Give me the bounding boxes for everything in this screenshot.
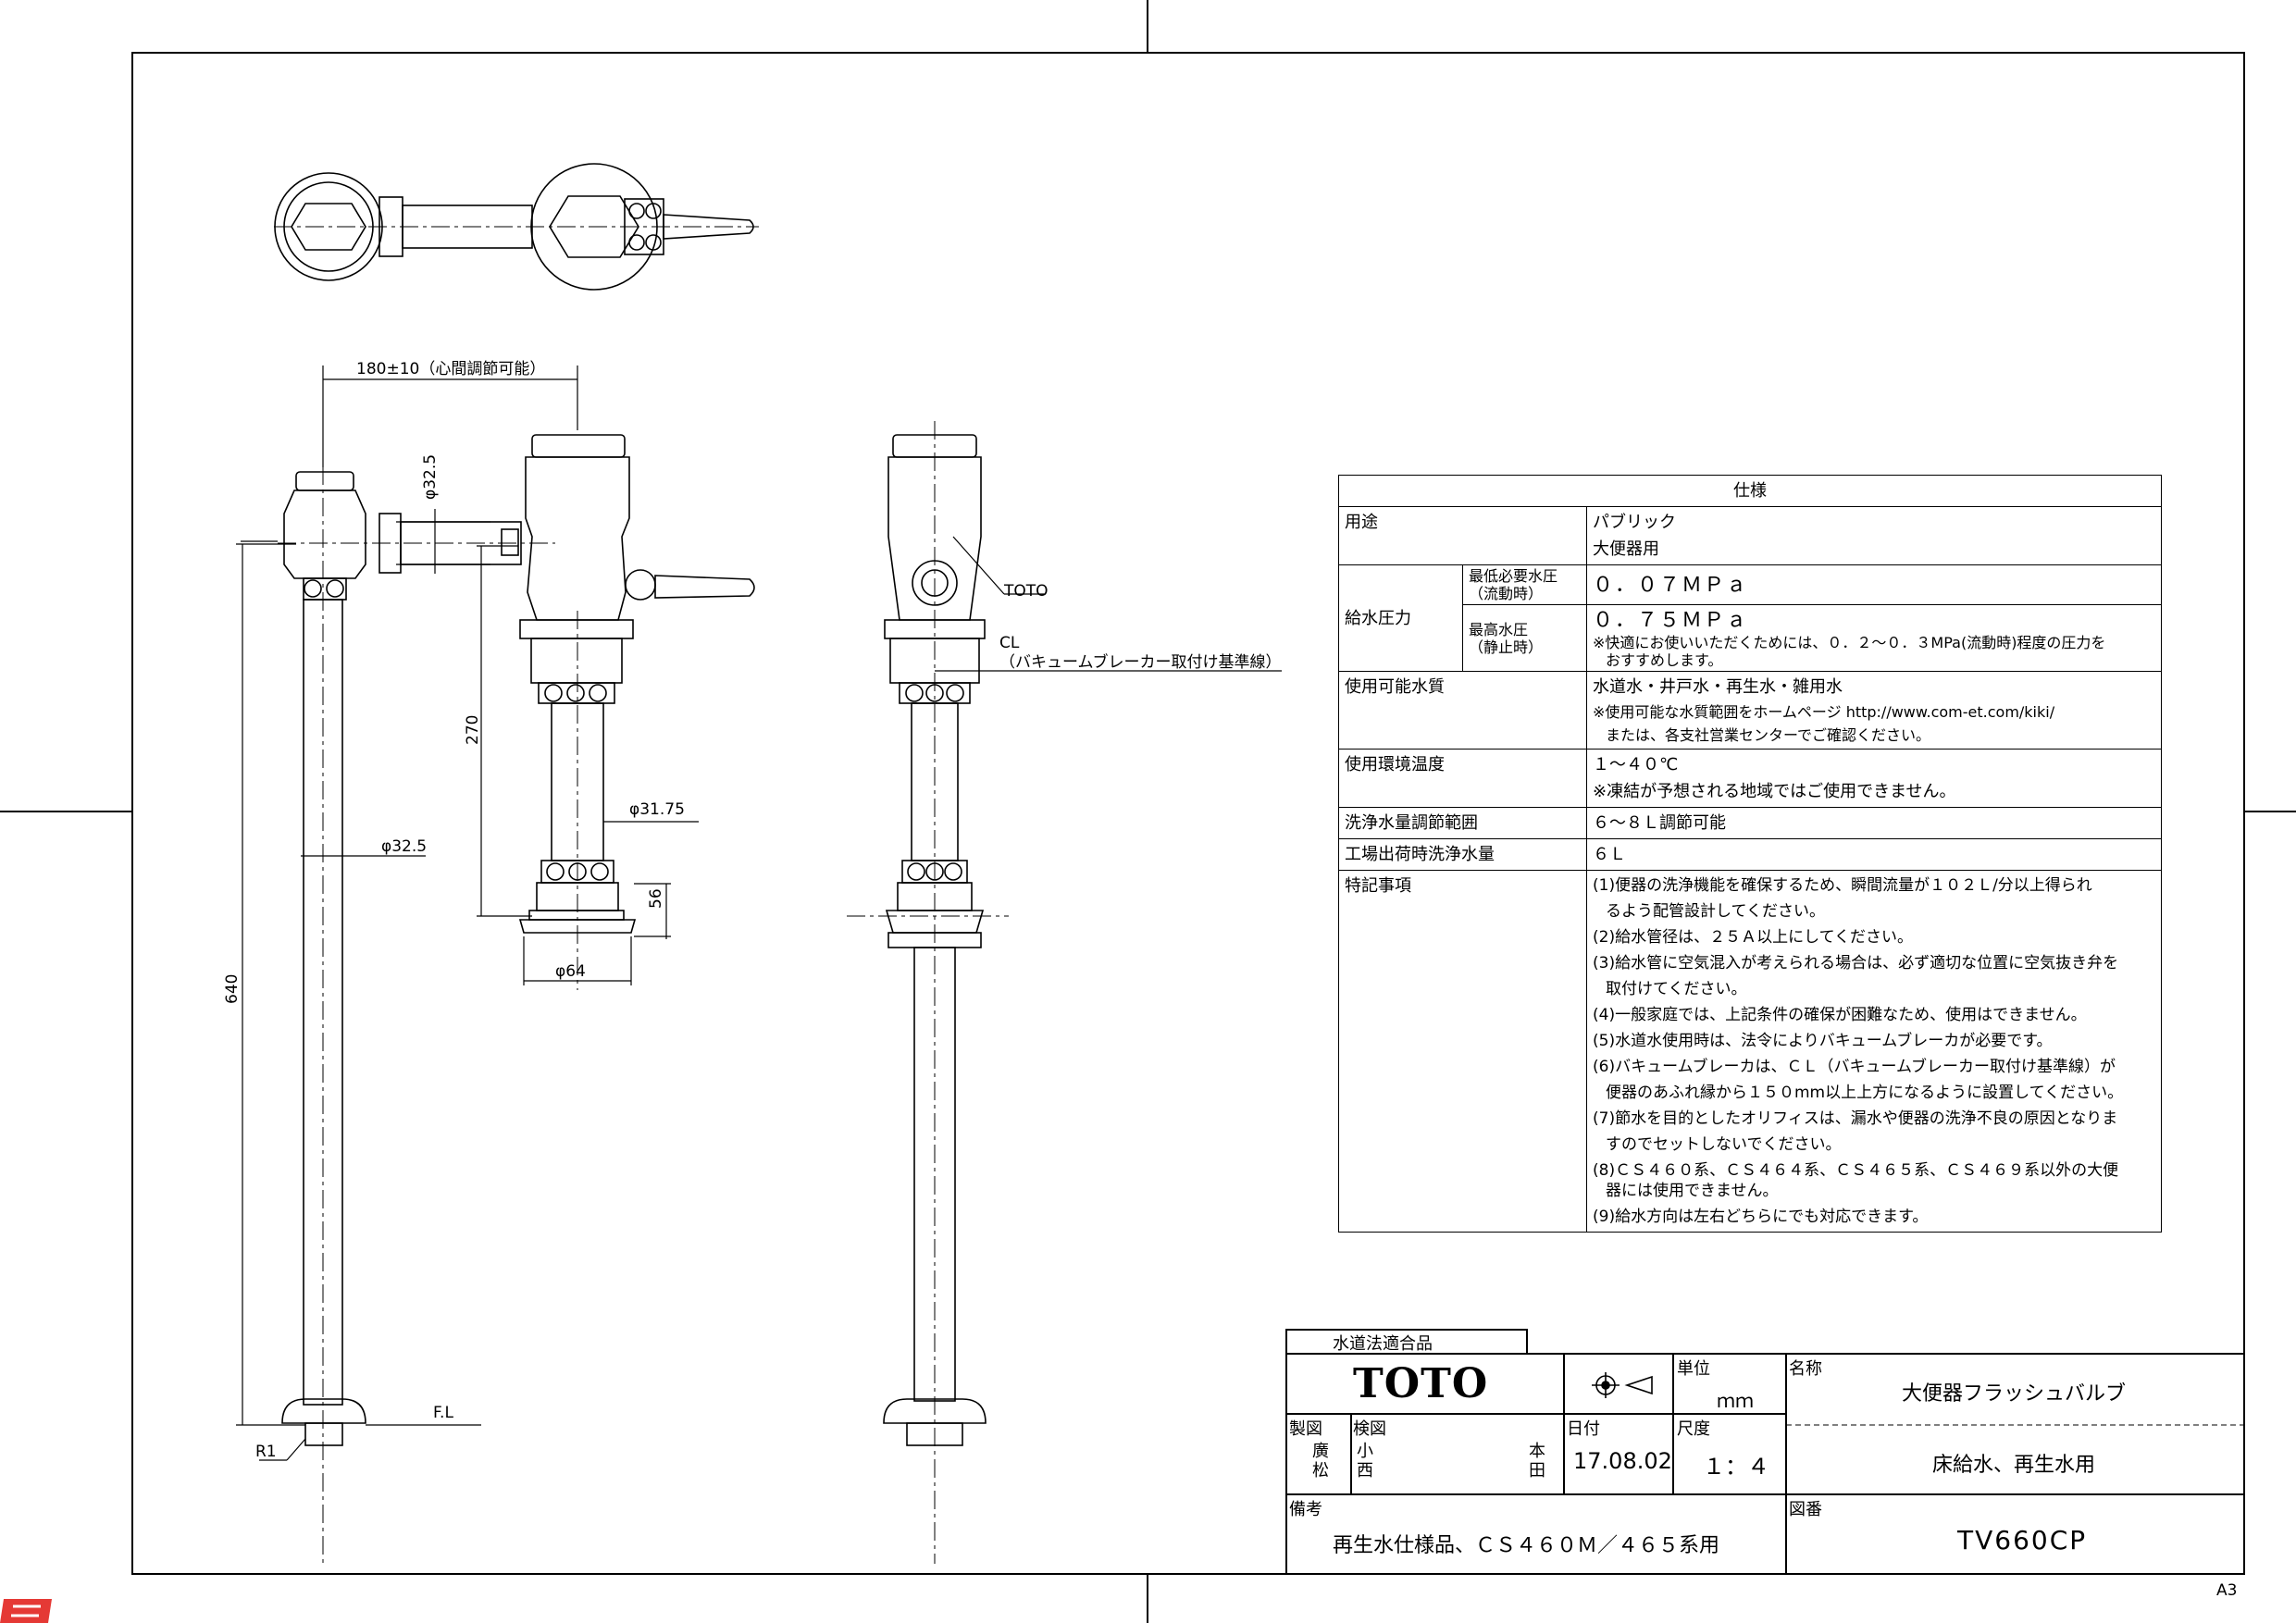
side-view bbox=[883, 421, 987, 1564]
flush-range-value: ６～８Ｌ調節可能 bbox=[1586, 807, 2162, 839]
cl-note: （バキュームブレーカー取付け基準線） bbox=[999, 652, 1281, 672]
front-view bbox=[278, 434, 755, 1564]
dia-31-75-dimension: φ31.75 bbox=[629, 800, 685, 819]
drawing-border bbox=[131, 52, 2245, 1575]
product-name: 大便器フラッシュバルブ bbox=[1902, 1382, 2127, 1406]
span-dimension: 180±10（心間調節可能） bbox=[356, 360, 545, 378]
unit-value: ｍｍ bbox=[1717, 1390, 1754, 1412]
temperature-value: １～４０℃ bbox=[1593, 755, 1679, 774]
compliance-label: 水道法適合品 bbox=[1333, 1334, 1433, 1354]
max-pressure-value: ０．７５ＭＰａ bbox=[1593, 609, 1749, 632]
toto-logo: TOTO bbox=[1353, 1360, 1489, 1407]
note-3: (3)給水管に空気混入が考えられる場合は、必ず適切な位置に空気抜き弁を取付けてく… bbox=[1593, 954, 2119, 998]
drawing-number-label: 図番 bbox=[1789, 1500, 1822, 1519]
dia-64-dimension: φ64 bbox=[555, 962, 586, 981]
flush-range-label: 洗浄水量調節範囲 bbox=[1338, 807, 1587, 839]
drawn-by: 廣 松 bbox=[1312, 1442, 1329, 1481]
note-1: (1)便器の洗浄機能を確保するため、瞬間流量が１０２Ｌ/分以上得られるよう配管設… bbox=[1593, 876, 2092, 921]
remarks-label: 備考 bbox=[1289, 1500, 1322, 1519]
plan-view bbox=[274, 163, 759, 291]
corner-logo-icon bbox=[0, 1599, 52, 1623]
height-270-dimension: 270 bbox=[464, 715, 482, 745]
dia-32-5-top-dimension: φ32.5 bbox=[421, 454, 440, 500]
use-value-1: パブリック bbox=[1593, 513, 1676, 532]
drawing-number: TV660CP bbox=[1957, 1525, 2088, 1555]
temperature-label: 使用環境温度 bbox=[1338, 749, 1587, 808]
date-label: 日付 bbox=[1567, 1419, 1600, 1439]
use-label: 用途 bbox=[1338, 506, 1587, 565]
min-pressure-value: ０．０７ＭＰａ bbox=[1586, 564, 2162, 605]
pressure-label: 給水圧力 bbox=[1338, 564, 1463, 672]
scale-label: 尺度 bbox=[1677, 1419, 1710, 1439]
water-quality-label: 使用可能水質 bbox=[1338, 671, 1587, 750]
sheet-size-label: A3 bbox=[2216, 1581, 2237, 1600]
use-value-2: 大便器用 bbox=[1593, 539, 1659, 559]
min-pressure-sublabel: （流動時） bbox=[1469, 585, 1544, 602]
thread-r1-label: R1 bbox=[255, 1443, 277, 1461]
scale-value: １：４ bbox=[1703, 1454, 1769, 1480]
cl-label: CL bbox=[999, 634, 1020, 652]
floor-line-label: F.L bbox=[433, 1404, 453, 1422]
height-56-dimension: 56 bbox=[647, 888, 665, 909]
water-quality-note-1: ※使用可能な水質範囲をホームページ http://www.com-et.com/… bbox=[1593, 703, 2055, 721]
water-quality-note-2: または、各支社営業センターでご確認ください。 bbox=[1606, 726, 1931, 744]
front-dimensions bbox=[236, 365, 699, 1461]
factory-flush-label: 工場出荷時洗浄水量 bbox=[1338, 838, 1587, 871]
min-pressure-label: 最低必要水圧 bbox=[1469, 567, 1558, 585]
drawn-label: 製図 bbox=[1289, 1419, 1322, 1439]
checked-by: 小 西 bbox=[1357, 1442, 1373, 1481]
water-quality-value: 水道水・井戸水・再生水・雑用水 bbox=[1593, 677, 1843, 697]
title-block-frame bbox=[1285, 1329, 2245, 1575]
note-8: (8)ＣＳ４６０系、ＣＳ４６４系、ＣＳ４６５系、ＣＳ４６９系以外の大便器には使用… bbox=[1593, 1161, 2119, 1200]
max-pressure-label: 最高水圧 bbox=[1469, 620, 1529, 638]
checked-label: 検図 bbox=[1353, 1419, 1386, 1439]
spec-title: 仕様 bbox=[1338, 475, 2162, 507]
product-subname: 床給水、再生水用 bbox=[1932, 1454, 2096, 1477]
notes-label: 特記事項 bbox=[1338, 870, 1587, 1233]
dia-32-5-side-dimension: φ32.5 bbox=[381, 837, 427, 856]
max-pressure-sublabel: （静止時） bbox=[1469, 638, 1544, 656]
toto-callout: TOTO bbox=[1003, 582, 1049, 601]
remarks-value: 再生水仕様品、ＣＳ４６０Ｍ／４６５系用 bbox=[1333, 1534, 1720, 1557]
temperature-note: ※凍結が予想される地域ではご使用できません。 bbox=[1593, 782, 1956, 801]
side-callouts bbox=[847, 536, 1282, 917]
projection-symbol-icon bbox=[1592, 1372, 1653, 1398]
approved-by: 本 田 bbox=[1529, 1442, 1545, 1481]
note-2: (2)給水管径は、２５Ａ以上にしてください。 bbox=[1593, 928, 1914, 947]
note-6: (6)バキュームブレーカは、ＣＬ（バキュームブレーカー取付け基準線）が便器のあふ… bbox=[1593, 1058, 2124, 1102]
unit-label: 単位 bbox=[1677, 1359, 1710, 1379]
date-value: 17.08.02 bbox=[1573, 1448, 1672, 1474]
spec-table: 仕様 用途 パブリック 大便器用 給水圧力 最低必要水圧 （流動時） ０．０７Ｍ… bbox=[1338, 475, 2162, 1233]
note-7: (7)節水を目的としたオリフィスは、漏水や便器の洗浄不良の原因となりますのでセッ… bbox=[1593, 1109, 2118, 1154]
factory-flush-value: ６Ｌ bbox=[1586, 838, 2162, 871]
name-label: 名称 bbox=[1789, 1359, 1822, 1379]
max-pressure-note-1: ※快適にお使いいただくためには、０．２～０．３MPa(流動時)程度の圧力を bbox=[1593, 634, 2106, 651]
height-640-dimension: 640 bbox=[223, 974, 242, 1004]
note-4: (4)一般家庭では、上記条件の確保が困難なため、使用はできません。 bbox=[1593, 1006, 2087, 1024]
note-9: (9)給水方向は左右どちらにでも対応できます。 bbox=[1593, 1208, 1929, 1226]
note-5: (5)水道水使用時は、法令によりバキュームブレーカが必要です。 bbox=[1593, 1032, 2053, 1050]
max-pressure-note-2: おすすめします。 bbox=[1606, 651, 1723, 669]
